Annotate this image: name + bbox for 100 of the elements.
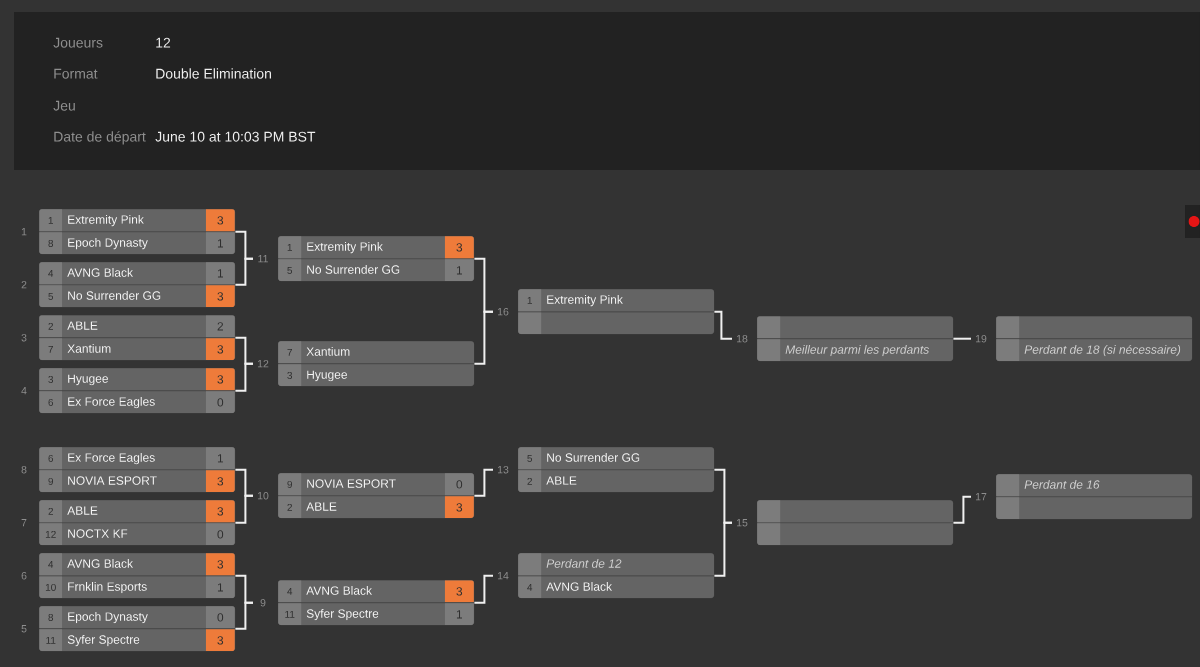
node-label: Perdant de 16 <box>1024 480 1100 489</box>
score-cell: 3 <box>205 629 235 651</box>
score-cell: 3 <box>205 338 235 360</box>
node-label: Extremity Pink <box>68 215 144 227</box>
node-label: AVNG Black <box>546 582 613 591</box>
seed-cell: 5 <box>39 285 63 307</box>
seed-cell: 7 <box>278 341 302 364</box>
score-cell: 3 <box>444 580 474 603</box>
seed-cell: 2 <box>518 470 542 492</box>
seed-cell: 1 <box>278 236 302 259</box>
node-label: Epoch Dynasty <box>68 238 148 250</box>
seed-cell: 2 <box>39 500 63 523</box>
info-value: Double Elimination <box>156 68 271 79</box>
node-label: NOVIA ESPORT <box>307 479 396 488</box>
info-label: Date de départ <box>54 131 146 145</box>
info-value: June 10 at 10:03 PM BST <box>155 131 316 142</box>
seed-cell: 5 <box>278 259 302 281</box>
seed-cell: 1 <box>39 209 63 232</box>
score-cell: 1 <box>205 232 235 254</box>
node-label: ABLE <box>546 476 577 485</box>
node-label: AVNG Black <box>67 268 134 277</box>
node-label: ABLE <box>306 502 337 511</box>
node-label: AVNG Black <box>306 586 373 595</box>
seed-cell: 6 <box>39 391 63 413</box>
match-number: 4 <box>21 387 27 395</box>
node-label: No Surrender GG <box>68 291 161 300</box>
match-number: 11 <box>258 255 268 263</box>
seed-cell: 4 <box>39 262 63 285</box>
seed-cell: 9 <box>278 473 302 496</box>
node-label: ABLE <box>67 321 98 330</box>
match-number: 13 <box>497 466 509 474</box>
node-label: Meilleur parmi les perdants <box>785 345 929 357</box>
seed-cell: 6 <box>39 447 63 470</box>
bracket-line <box>234 494 254 524</box>
match-number: 8 <box>21 466 27 474</box>
match-number: 3 <box>21 334 27 342</box>
score-cell: 3 <box>444 236 474 259</box>
node-label: Perdant de 18 (si nécessaire) <box>1024 344 1181 357</box>
bracket-line <box>952 337 972 340</box>
score-cell: 3 <box>205 209 235 232</box>
seed-cell: 11 <box>278 603 302 625</box>
seed-cell: 10 <box>39 576 63 598</box>
seed-cell: 1 <box>518 289 542 312</box>
bracket-line <box>713 521 733 577</box>
match-number: 16 <box>497 308 509 316</box>
match-number: 9 <box>260 599 266 607</box>
node-label: No Surrender GG <box>547 453 640 462</box>
node-label: Syfer Spectre <box>67 635 140 647</box>
node-label: AVNG Black <box>67 559 134 568</box>
node-label: Ex Force Eagles <box>68 397 155 409</box>
node-label: ABLE <box>67 506 98 515</box>
match-number: 19 <box>975 335 987 343</box>
info-label: Joueurs <box>53 37 103 48</box>
score-cell: 3 <box>205 285 235 307</box>
node-label: Perdant de 12 <box>546 559 622 568</box>
info-value: 12 <box>156 37 171 48</box>
bracket-line <box>473 310 494 365</box>
match-number: 15 <box>736 519 748 527</box>
seed-cell: 8 <box>39 232 63 254</box>
node-label: Hyugee <box>307 370 348 382</box>
score-cell: 3 <box>205 368 235 391</box>
seed-cell: 7 <box>39 338 63 360</box>
score-cell: 1 <box>205 576 235 598</box>
score-cell: 1 <box>444 603 474 625</box>
seed-cell: 3 <box>39 368 63 391</box>
node-label: NOCTX KF <box>68 529 128 538</box>
match-number: 1 <box>21 228 27 236</box>
score-cell: 1 <box>444 259 474 281</box>
seed-cell: 9 <box>39 470 63 492</box>
match-number: 12 <box>257 360 269 368</box>
score-cell: 0 <box>205 391 235 413</box>
bracket-line <box>234 362 254 392</box>
score-cell: 0 <box>205 523 235 545</box>
seed-cell: 2 <box>39 315 63 338</box>
score-cell: 0 <box>205 606 235 629</box>
bracket-line <box>234 601 254 630</box>
seed-cell: 4 <box>39 553 63 576</box>
match-number: 17 <box>975 493 987 501</box>
seed-cell: 12 <box>39 523 63 545</box>
seed-cell: 3 <box>278 364 302 386</box>
score-cell: 1 <box>205 447 235 470</box>
node-label: Extremity Pink <box>547 295 623 307</box>
bracket-line <box>473 468 494 497</box>
node-label: Xantium <box>306 347 350 356</box>
match-number: 2 <box>21 281 27 289</box>
score-cell: 3 <box>205 500 235 523</box>
node-label: Epoch Dynasty <box>68 612 148 624</box>
bracket-line <box>713 310 733 340</box>
seed-cell: 8 <box>39 606 63 629</box>
match-number: 7 <box>21 519 27 527</box>
node-label: Hyugee <box>68 374 109 386</box>
seed-cell: 4 <box>518 576 542 598</box>
bracket-line <box>473 574 494 604</box>
node-label: Ex Force Eagles <box>68 453 155 465</box>
bracket-line <box>952 495 972 524</box>
seed-cell: 11 <box>39 629 63 651</box>
node-label: NOVIA ESPORT <box>68 476 157 485</box>
node-label: No Surrender GG <box>307 265 400 274</box>
match-number: 10 <box>257 492 269 500</box>
match-number: 18 <box>736 335 748 343</box>
